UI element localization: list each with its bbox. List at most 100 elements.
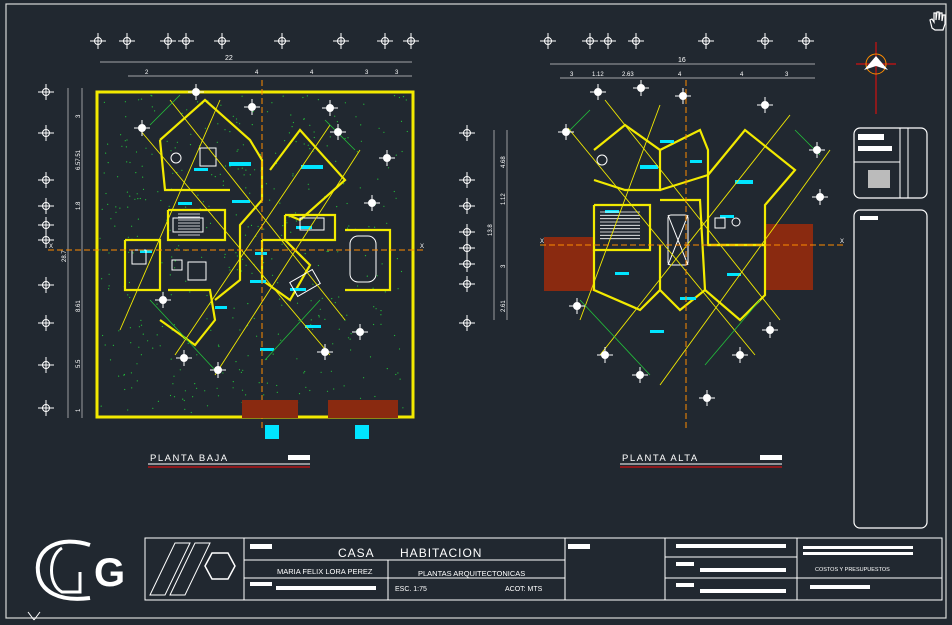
svg-text:5.5: 5.5 — [76, 359, 82, 368]
ground-title-scale-box — [288, 455, 310, 460]
grid-marker — [38, 217, 54, 233]
grid-marker — [628, 33, 644, 49]
car-outline — [349, 235, 377, 283]
grid-marker — [38, 84, 54, 100]
ground-axis-x-left: X — [49, 244, 53, 250]
grid-marker — [558, 124, 574, 140]
grid-marker — [38, 400, 54, 416]
svg-text:2.61: 2.61 — [501, 300, 507, 312]
upper-furniture — [596, 154, 741, 266]
grid-marker — [762, 322, 778, 338]
grid-marker — [459, 125, 475, 141]
upper-floor-plan[interactable]: 16 3 1.12 2.63 4 4 3 2.61 3 13.8 1.12 4.… — [488, 57, 845, 468]
svg-text:G: G — [94, 551, 125, 595]
grid-marker — [812, 189, 828, 205]
grid-marker — [38, 357, 54, 373]
svg-text:1: 1 — [76, 408, 82, 412]
cursor-icon — [27, 611, 41, 621]
grid-marker — [333, 33, 349, 49]
grid-marker — [757, 97, 773, 113]
grid-marker — [377, 33, 393, 49]
grid-marker — [38, 125, 54, 141]
svg-text:3: 3 — [501, 264, 507, 268]
grid-marker — [757, 33, 773, 49]
category-label: COSTOS Y PRESUPUESTOS — [815, 567, 890, 573]
drawing-scale: ESC. 1:75 — [395, 586, 427, 593]
upper-plan-title: PLANTA ALTA — [622, 453, 699, 464]
grid-marker — [119, 33, 135, 49]
ground-entrance-hatch-right — [328, 400, 398, 418]
grid-marker — [698, 33, 714, 49]
grid-marker — [178, 33, 194, 49]
upper-title-scale-box — [760, 455, 782, 460]
author-name: MARIA FELIX LORA PEREZ — [277, 567, 373, 576]
grid-marker — [459, 172, 475, 188]
grid-marker — [582, 33, 598, 49]
grid-marker — [155, 292, 171, 308]
upper-axis-x-right: X — [840, 239, 844, 245]
svg-text:1.8: 1.8 — [76, 201, 82, 210]
grid-marker — [322, 100, 338, 116]
svg-text:28.7: 28.7 — [62, 250, 68, 262]
ground-entrance-hatch-left — [242, 400, 298, 418]
grid-marker — [569, 298, 585, 314]
ground-left-dimensions — [67, 88, 83, 418]
svg-text:1.12: 1.12 — [592, 72, 604, 78]
upper-room-labels — [605, 140, 753, 333]
grid-marker — [699, 390, 715, 406]
grid-marker — [38, 232, 54, 248]
title-block — [144, 537, 943, 601]
ground-top-dimension-texts: 2 4 4 3 3 — [145, 70, 399, 76]
svg-text:2.63: 2.63 — [622, 72, 634, 78]
grid-marker — [632, 367, 648, 383]
sheet-content: PLANTAS ARQUITECTONICAS — [418, 569, 525, 578]
upper-left-dimensions — [493, 130, 508, 320]
svg-text:6.57.51: 6.57.51 — [76, 149, 82, 170]
grid-marker — [38, 315, 54, 331]
ground-floor-plan[interactable]: 22 2 4 4 3 3 1 5.5 8.61 28.7 1.8 6.57.51… — [48, 55, 425, 468]
svg-text:4: 4 — [740, 72, 744, 78]
svg-text:3: 3 — [395, 70, 399, 76]
svg-text:3: 3 — [76, 114, 82, 118]
location-sketch-panel — [853, 127, 928, 199]
sheet-border — [5, 3, 947, 619]
grid-marker — [160, 33, 176, 49]
grid-marker — [459, 256, 475, 272]
hand-pan-icon[interactable] — [929, 11, 946, 31]
project-title: CASA HABITACION — [338, 546, 482, 560]
ground-room-labels — [140, 162, 369, 439]
grid-marker — [597, 347, 613, 363]
grid-marker — [90, 33, 106, 49]
grid-marker — [809, 142, 825, 158]
grid-marker — [38, 198, 54, 214]
svg-text:3: 3 — [365, 70, 369, 76]
ground-plan-title: PLANTA BAJA — [150, 453, 229, 464]
grid-marker — [459, 315, 475, 331]
svg-text:4: 4 — [678, 72, 682, 78]
grid-marker — [459, 224, 475, 240]
ground-top-total-dimension: 22 — [225, 55, 233, 62]
grid-marker — [210, 362, 226, 378]
grid-marker — [540, 33, 556, 49]
svg-text:2: 2 — [145, 70, 149, 76]
grid-marker — [352, 324, 368, 340]
svg-text:3: 3 — [570, 72, 574, 78]
svg-text:4: 4 — [310, 70, 314, 76]
dimension-units: ACOT: MTS — [505, 586, 543, 593]
svg-text:3: 3 — [785, 72, 789, 78]
ground-furniture — [131, 147, 377, 298]
upper-diagonal-axes — [567, 99, 831, 386]
upper-axis-x-left: X — [540, 239, 544, 245]
upper-top-total-dimension: 16 — [678, 57, 686, 64]
upper-hatch-left — [544, 237, 594, 291]
svg-text:1.12: 1.12 — [501, 193, 507, 205]
svg-text:4.68: 4.68 — [501, 156, 507, 168]
grid-marker — [379, 150, 395, 166]
ground-axis-x-right: X — [420, 244, 424, 250]
grid-marker — [798, 33, 814, 49]
grid-marker — [38, 172, 54, 188]
grid-marker — [675, 88, 691, 104]
grid-marker — [188, 84, 204, 100]
